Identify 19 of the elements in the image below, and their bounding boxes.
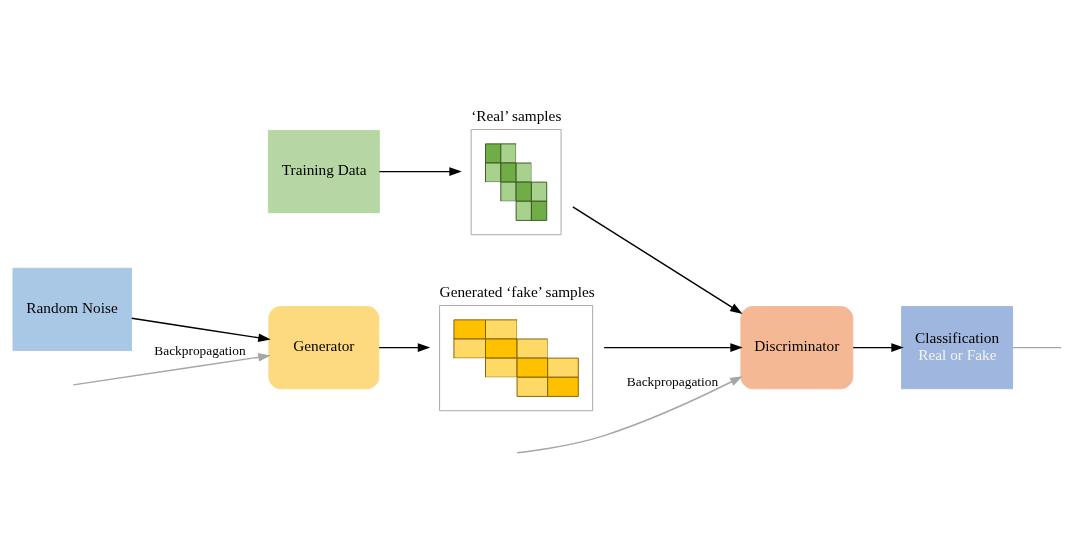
node-box: Random Noise xyxy=(12,267,133,351)
arrow xyxy=(378,166,462,176)
edge-label: Backpropagation xyxy=(626,373,719,389)
arrow xyxy=(572,205,743,314)
arrow xyxy=(852,342,904,352)
arrow xyxy=(131,317,271,342)
node-box: Generator xyxy=(268,305,380,389)
arrow xyxy=(72,352,271,386)
arrow xyxy=(603,342,743,352)
node-box: Training Data xyxy=(267,129,380,213)
node-box: Discriminator xyxy=(740,305,854,389)
arrow xyxy=(378,342,431,352)
node-box xyxy=(470,128,562,235)
edge-label: Backpropagation xyxy=(154,342,246,358)
node-box xyxy=(439,304,594,411)
node-label: ‘Real’ samples xyxy=(471,106,562,124)
node-label: Generated ‘fake’ samples xyxy=(439,282,595,300)
node-box: Classification Real or Fake xyxy=(901,305,1014,389)
connector xyxy=(1012,346,1062,348)
